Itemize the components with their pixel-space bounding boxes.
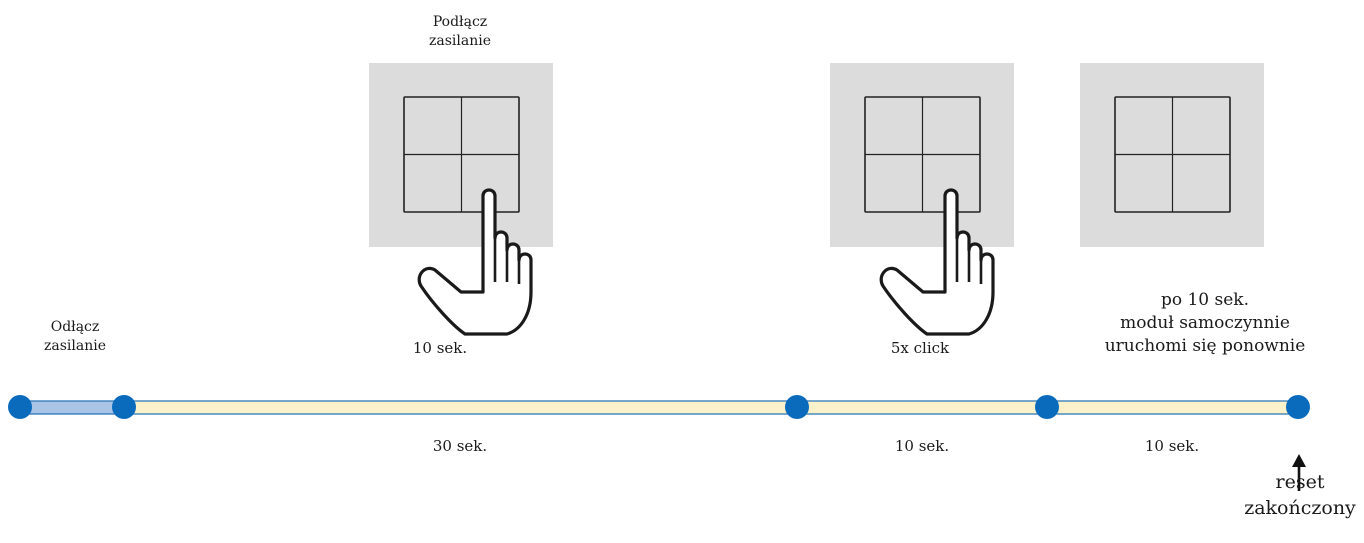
timeline-segment-disconnect — [19, 400, 125, 415]
panel-button-grid — [1114, 96, 1231, 213]
click-action-label: 5x click — [890, 339, 950, 357]
auto-restart-label: po 10 sek. moduł samoczynnie uruchomi si… — [1104, 290, 1306, 356]
timeline-node-end — [1286, 395, 1310, 419]
disconnect-power-label: Odłącz zasilanie — [44, 319, 106, 354]
timeline-segment-10s-restart — [1046, 400, 1299, 415]
panel-button-grid — [864, 96, 981, 213]
timeline-node-restart — [1035, 395, 1059, 419]
arrow-up-icon — [1292, 454, 1306, 491]
timeline-segment-10s-click — [796, 400, 1048, 415]
segment-30s-label: 30 sek. — [432, 437, 488, 455]
connect-power-label: Podłącz zasilanie — [429, 14, 491, 49]
hold-duration-label: 10 sek. — [412, 339, 468, 357]
timeline-segment-30s — [123, 400, 798, 415]
timeline-node-click — [785, 395, 809, 419]
panel-button-grid — [403, 96, 520, 213]
timeline-node-start — [8, 395, 32, 419]
reset-complete-label: reset zakończony — [1244, 471, 1356, 519]
timeline-node-power-on — [112, 395, 136, 419]
segment-10s-label: 10 sek. — [1144, 437, 1200, 455]
segment-10s-label: 10 sek. — [894, 437, 950, 455]
